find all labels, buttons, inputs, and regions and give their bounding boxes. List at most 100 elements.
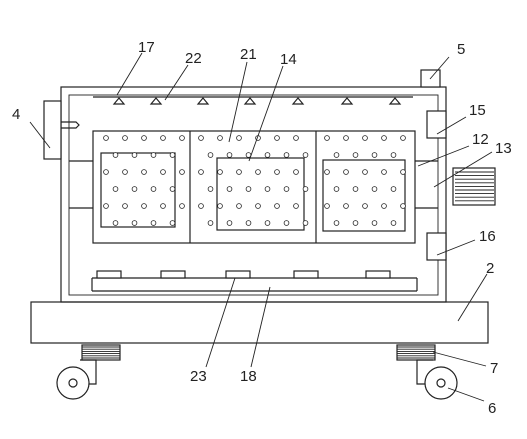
leader-lines	[29, 52, 493, 402]
nozzle	[112, 97, 126, 105]
hole	[255, 169, 261, 175]
hole	[264, 220, 271, 226]
spray-nozzles	[112, 97, 402, 105]
tray-support	[293, 270, 319, 279]
hole	[169, 152, 176, 158]
hole	[371, 186, 378, 192]
basket-holes	[103, 135, 406, 226]
hole	[400, 135, 406, 141]
hole	[179, 203, 185, 209]
nozzle	[243, 97, 257, 105]
label-6: 6	[488, 400, 496, 417]
hole	[390, 152, 397, 158]
label-7: 7	[490, 360, 498, 377]
hole	[324, 203, 330, 209]
hole	[352, 220, 359, 226]
hole	[103, 203, 109, 209]
box-15	[426, 110, 447, 139]
perforated-basket	[92, 130, 416, 244]
caster-left	[56, 359, 97, 400]
tray-support	[96, 270, 122, 279]
hole	[293, 135, 299, 141]
hole	[226, 186, 233, 192]
nozzle	[291, 97, 305, 105]
label-16: 16	[479, 228, 496, 245]
hole	[150, 152, 157, 158]
label-23: 23	[190, 368, 207, 385]
hole	[226, 220, 233, 226]
nozzle	[149, 97, 163, 105]
hole	[362, 203, 368, 209]
hole	[112, 186, 119, 192]
hole	[169, 186, 176, 192]
hole	[400, 169, 406, 175]
hole	[112, 220, 119, 226]
hole	[122, 203, 128, 209]
hole	[352, 152, 359, 158]
hole	[274, 135, 280, 141]
hole	[217, 169, 223, 175]
label-14: 14	[280, 51, 297, 68]
hole	[160, 135, 166, 141]
hole	[198, 135, 204, 141]
nozzle	[340, 97, 354, 105]
hole	[198, 169, 204, 175]
label-18: 18	[240, 368, 257, 385]
hole	[324, 169, 330, 175]
hole	[343, 169, 349, 175]
hole	[207, 220, 214, 226]
hole	[169, 220, 176, 226]
probe	[61, 121, 80, 129]
inner-frame	[100, 152, 176, 228]
hole	[293, 203, 299, 209]
hole	[264, 152, 271, 158]
hole	[179, 135, 185, 141]
hole	[283, 220, 290, 226]
hole	[122, 169, 128, 175]
housing-inner-wall	[68, 94, 439, 296]
hole	[400, 203, 406, 209]
hole	[381, 169, 387, 175]
hole	[245, 186, 252, 192]
hole	[333, 186, 340, 192]
hole	[390, 186, 397, 192]
nozzle	[196, 97, 210, 105]
hole	[381, 203, 387, 209]
hole	[150, 220, 157, 226]
hole	[283, 152, 290, 158]
hole	[131, 186, 138, 192]
hole	[371, 220, 378, 226]
hole	[207, 186, 214, 192]
hole	[302, 220, 309, 226]
hole	[283, 186, 290, 192]
hole	[112, 152, 119, 158]
hole	[236, 135, 242, 141]
hole	[245, 220, 252, 226]
hole	[217, 203, 223, 209]
box-16	[426, 232, 447, 261]
hole	[255, 203, 261, 209]
tray-support	[365, 270, 391, 279]
nozzle	[388, 97, 402, 105]
label-13: 13	[495, 140, 512, 157]
hole	[293, 169, 299, 175]
hole	[362, 169, 368, 175]
hole	[131, 152, 138, 158]
hole	[343, 203, 349, 209]
hole	[150, 186, 157, 192]
hole	[141, 135, 147, 141]
label-17: 17	[138, 39, 155, 56]
hole	[217, 135, 223, 141]
hole	[198, 203, 204, 209]
hole	[274, 203, 280, 209]
hole	[274, 169, 280, 175]
label-15: 15	[469, 102, 486, 119]
hole	[264, 186, 271, 192]
label-21: 21	[240, 46, 257, 63]
hole	[390, 220, 397, 226]
label-5: 5	[457, 41, 465, 58]
hole	[236, 203, 242, 209]
hole	[160, 169, 166, 175]
label-12: 12	[472, 131, 489, 148]
